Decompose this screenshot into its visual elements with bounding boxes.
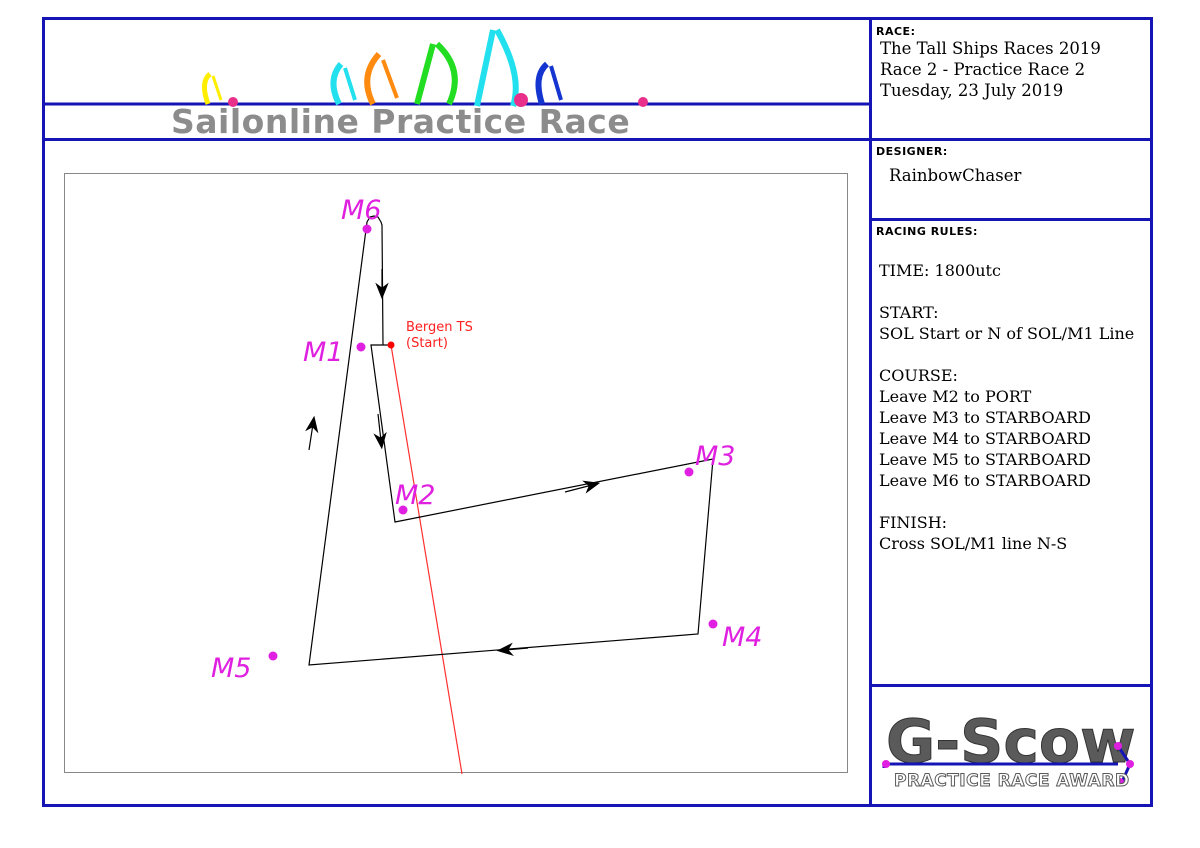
mark-m1-dot xyxy=(356,342,366,352)
rules-time: TIME: 1800utc xyxy=(879,261,1001,280)
start-label-line2: (Start) xyxy=(406,336,448,351)
yellow-sail-icon xyxy=(202,72,212,105)
rules-start-text: SOL Start or N of SOL/M1 Line xyxy=(879,324,1135,343)
course-map: Bergen TS (Start) M6 M1 M2 M3 M4 M5 xyxy=(64,173,848,774)
mark-m6-dot xyxy=(362,224,372,234)
outer-frame xyxy=(42,17,1153,807)
rules-finish-text: Cross SOL/M1 line N-S xyxy=(879,534,1068,553)
direction-arrow xyxy=(564,480,601,494)
banner-title: Sailonline Practice Race xyxy=(171,102,631,141)
race-box-divider xyxy=(869,138,1153,141)
cyan-sail-2-icon xyxy=(474,29,496,107)
cyan-sail-icon xyxy=(330,62,344,106)
rules-start-heading: START: xyxy=(879,303,939,322)
direction-arrow xyxy=(496,642,529,656)
green-sail-icon xyxy=(414,43,436,105)
mark-m3-dot xyxy=(684,467,694,477)
direction-arrow xyxy=(373,413,387,450)
start-line xyxy=(390,344,463,774)
mark-m5-label: M5 xyxy=(211,653,251,684)
rules-course-item: Leave M6 to STARBOARD xyxy=(879,471,1091,490)
race-name: The Tall Ships Races 2019 xyxy=(880,39,1101,58)
direction-arrow xyxy=(305,415,319,451)
designer-label: DESIGNER: xyxy=(876,145,948,158)
designer-box-divider xyxy=(869,218,1153,221)
buoy-2-icon xyxy=(514,93,528,107)
race-date: Tuesday, 23 July 2019 xyxy=(880,81,1064,100)
logo-dot-icon xyxy=(882,760,890,768)
rules-finish-heading: FINISH: xyxy=(879,513,948,532)
rules-course-item: Leave M5 to STARBOARD xyxy=(879,450,1091,469)
rules-label: RACING RULES: xyxy=(876,225,978,238)
mark-m2-dot xyxy=(398,505,408,515)
mark-m4-dot xyxy=(708,619,718,629)
race-subtitle: Race 2 - Practice Race 2 xyxy=(880,60,1086,79)
rules-course-item: Leave M2 to PORT xyxy=(879,387,1032,406)
course-svg: Bergen TS (Start) M6 M1 M2 M3 M4 M5 xyxy=(211,195,762,774)
logo-brand: G-Scow xyxy=(886,707,1136,777)
mark-m5-dot xyxy=(268,651,278,661)
buoy-3-icon xyxy=(638,97,648,107)
rules-course-item: Leave M3 to STARBOARD xyxy=(879,408,1091,427)
column-divider xyxy=(869,17,872,807)
banner: Sailonline Practice Race xyxy=(45,20,869,141)
start-point xyxy=(387,341,395,349)
start-label-line1: Bergen TS xyxy=(406,320,473,335)
rules-course-item: Leave M4 to STARBOARD xyxy=(879,429,1091,448)
racing-rules: TIME: 1800utc START: SOL Start or N of S… xyxy=(879,260,1134,554)
logo-tagline: PRACTICE RACE AWARD xyxy=(894,771,1130,791)
blue-sail-icon xyxy=(535,61,550,105)
race-info: The Tall Ships Races 2019 Race 2 - Pract… xyxy=(880,38,1101,101)
orange-sail-icon xyxy=(364,51,382,106)
designer-name: RainbowChaser xyxy=(889,166,1022,185)
mark-m1-label: M1 xyxy=(303,337,343,368)
banner-graphic xyxy=(45,28,869,107)
mark-m4-label: M4 xyxy=(722,622,762,653)
rules-box-divider xyxy=(869,684,1153,687)
buoy-icon xyxy=(228,97,238,107)
gscow-logo: G-Scow PRACTICE RACE AWARD xyxy=(872,688,1150,804)
gscow-logo-graphic: G-Scow PRACTICE RACE AWARD xyxy=(882,707,1136,792)
mark-m2-label: M2 xyxy=(395,480,435,511)
banner-divider xyxy=(42,138,872,141)
course-path xyxy=(308,215,714,666)
mark-m6-label: M6 xyxy=(341,195,381,226)
mark-m3-label: M3 xyxy=(695,441,735,472)
rules-course-heading: COURSE: xyxy=(879,366,958,385)
race-label: RACE: xyxy=(876,25,916,38)
